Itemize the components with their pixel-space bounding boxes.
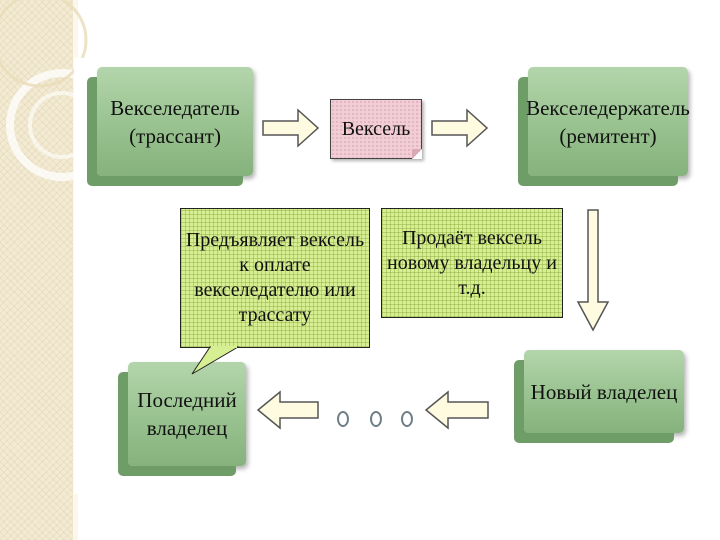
holder-block-line1: Векселедержатель: [526, 95, 690, 120]
bill-box-label: Вексель: [341, 117, 411, 140]
present-callout: Предъявляет вексель к оплате векселедате…: [180, 208, 370, 348]
ellipsis-dot: [337, 411, 349, 427]
bill-box: Вексель: [330, 99, 422, 159]
sell-callout: Продаёт вексель новому владельцу и т.д.: [381, 208, 563, 318]
decorative-side-strip: [0, 0, 78, 540]
new-owner-label: Новый владелец: [530, 379, 678, 404]
holder-block: Векселедержатель (ремитент): [526, 67, 690, 176]
holder-block-line2: (ремитент): [559, 123, 657, 148]
last-owner-line1: Последний: [137, 388, 237, 412]
sell-callout-text: Продаёт вексель новому владельцу и т.д.: [387, 226, 557, 299]
ellipsis-dot: [401, 411, 413, 427]
ellipsis-dot: [370, 411, 382, 427]
last-owner-line2: владелец: [146, 416, 228, 440]
present-callout-text: Предъявляет вексель к оплате векселедате…: [185, 229, 365, 326]
drawer-block-line2: (трассант): [129, 123, 221, 148]
new-owner-block: Новый владелец: [524, 350, 684, 433]
drawer-block-line1: Векселедатель: [110, 95, 240, 120]
last-owner-block: Последний владелец: [128, 362, 246, 466]
bill-box-fold: [412, 149, 422, 159]
drawer-block: Векселедатель (трассант): [97, 67, 253, 176]
